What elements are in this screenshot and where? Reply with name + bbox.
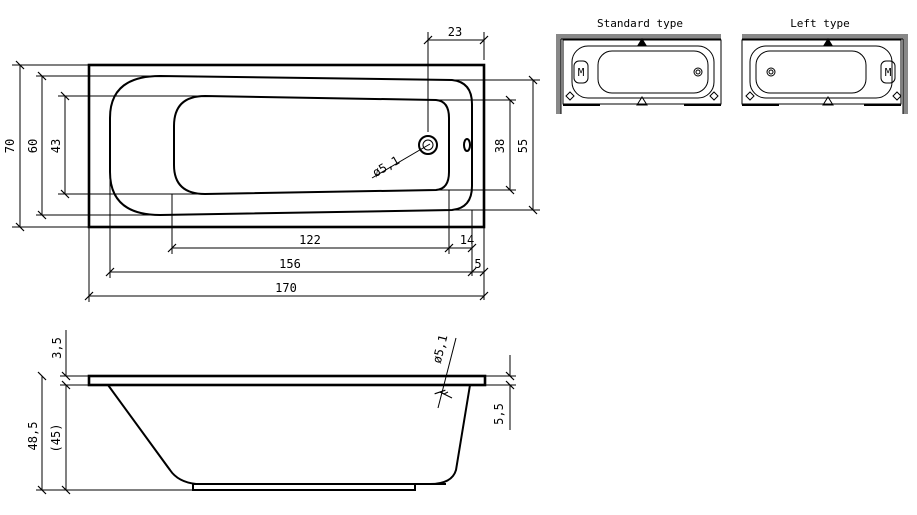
dim-5-5: 5,5 [492, 403, 506, 425]
side-body [107, 384, 471, 485]
dim-70: 70 [3, 139, 17, 153]
side-view: 3,5 48,5 (45) 5,5 ø5,1 [26, 330, 516, 495]
dim-drain-top: ø5,1 [370, 153, 402, 180]
dim-122: 122 [299, 233, 321, 247]
dim-45: (45) [49, 424, 63, 453]
standard-arrow-top-icon [637, 38, 647, 46]
dim-5: 5 [474, 257, 481, 271]
variant-left-title: Left type [790, 17, 850, 30]
dim-48-5: 48,5 [26, 422, 40, 451]
dim-3-5: 3,5 [50, 337, 64, 359]
variant-standard: Standard type M [556, 17, 722, 114]
dim-156: 156 [279, 257, 301, 271]
tub-inner-basin [173, 94, 450, 196]
variant-standard-title: Standard type [597, 17, 683, 30]
top-view: 23 70 60 43 38 55 ø5,1 122 14 [3, 25, 540, 302]
dim-23: 23 [448, 25, 462, 39]
side-rim [87, 374, 487, 387]
variant-left-badge: M [885, 66, 892, 79]
dim-drain-side: ø5,1 [430, 333, 451, 364]
dim-38: 38 [493, 139, 507, 153]
dim-60: 60 [26, 139, 40, 153]
left-arrow-bottom-icon [822, 96, 834, 106]
variant-standard-badge: M [578, 66, 585, 79]
left-arrow-top-icon [823, 38, 833, 46]
tub-rim-outline [87, 63, 486, 229]
left-drain-icon [766, 67, 776, 77]
dim-43: 43 [49, 139, 63, 153]
dim-14: 14 [460, 233, 474, 247]
dim-55: 55 [516, 139, 530, 153]
standard-drain-icon [693, 67, 703, 77]
drain-inner-icon [422, 139, 434, 151]
dim-170: 170 [275, 281, 297, 295]
overflow-icon [463, 138, 471, 152]
side-base [192, 483, 416, 491]
standard-arrow-bottom-icon [636, 96, 648, 106]
drain-outer-icon [418, 135, 438, 155]
variant-left: Left type M [741, 17, 908, 114]
